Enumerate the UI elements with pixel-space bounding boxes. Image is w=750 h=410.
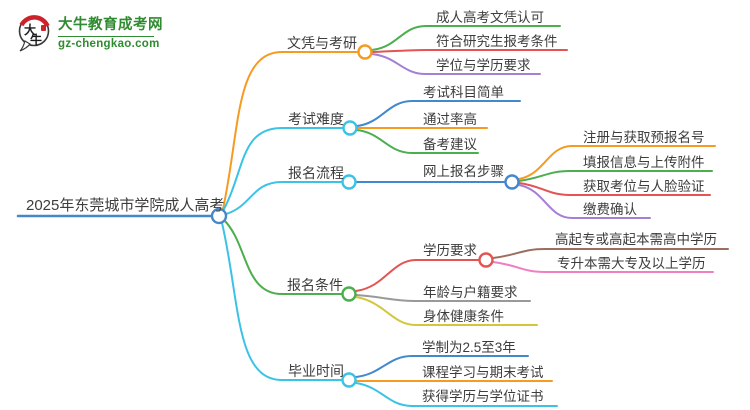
leaf-course-final-exam[interactable]: 课程学习与期末考试: [422, 365, 544, 380]
logo-subtitle: gz-chengkao.com: [58, 38, 160, 50]
branch-requirements-line: [223, 219, 343, 295]
leaf-simple-subjects[interactable]: 考试科目简单: [423, 85, 504, 100]
root-node[interactable]: 2025年东莞城市学院成人高考: [26, 197, 225, 214]
leaf-register-number-line: [518, 145, 716, 180]
node-education-requirement-line: [355, 259, 480, 292]
leaf-age-residence[interactable]: 年龄与户籍要求: [423, 285, 518, 300]
leaf-fill-upload-line: [518, 170, 713, 182]
leaf-diploma-recognized[interactable]: 成人高考文凭认可: [436, 10, 544, 25]
leaf-simple-subjects-line: [356, 100, 521, 127]
leaf-postgrad-eligible[interactable]: 符合研究生报考条件: [436, 34, 558, 49]
branch-requirements[interactable]: 报名条件: [287, 277, 343, 293]
leaf-college-needed-line: [492, 261, 714, 273]
leaf-prep-advice[interactable]: 备考建议: [423, 137, 477, 152]
leaf-college-needed[interactable]: 专升本需大专及以上学历: [557, 256, 706, 271]
branch-process-handle[interactable]: [341, 174, 357, 190]
root-node-handle[interactable]: [210, 207, 228, 225]
leaf-payment-confirm-line: [518, 184, 651, 219]
branch-diploma-line: [222, 51, 359, 210]
leaf-degree-requirements-line: [371, 53, 541, 75]
branch-graduation-handle[interactable]: [341, 372, 357, 388]
node-education-requirement[interactable]: 学历要求: [423, 243, 477, 258]
branch-requirements-handle[interactable]: [341, 286, 357, 302]
branch-diploma[interactable]: 文凭与考研: [287, 35, 357, 51]
leaf-fill-upload[interactable]: 填报信息与上传附件: [583, 155, 705, 170]
leaf-postgrad-eligible-line: [371, 49, 568, 53]
branch-diploma-handle[interactable]: [357, 44, 373, 60]
leaf-health[interactable]: 身体健康条件: [423, 309, 504, 324]
leaf-certificates[interactable]: 获得学历与学位证书: [422, 389, 544, 404]
branch-process[interactable]: 报名流程: [288, 165, 344, 181]
leaf-duration-line: [355, 355, 529, 378]
leaf-health-line: [355, 296, 538, 326]
logo-char-da: 大: [24, 22, 36, 37]
logo-red-arc: [19, 15, 50, 28]
node-online-steps[interactable]: 网上报名步骤: [423, 164, 504, 179]
logo-bull-icon: 大 牛: [18, 15, 50, 52]
branch-process-line: [225, 181, 343, 215]
leaf-duration[interactable]: 学制为2.5至3年: [422, 340, 516, 355]
leaf-register-number[interactable]: 注册与获取预报名号: [583, 130, 705, 145]
branch-difficulty[interactable]: 考试难度: [288, 111, 344, 127]
branch-graduation[interactable]: 毕业时间: [288, 363, 344, 379]
leaf-diploma-recognized-line: [371, 25, 561, 51]
node-education-requirement-handle[interactable]: [478, 252, 494, 268]
logo-seal: [41, 25, 46, 31]
branch-difficulty-handle[interactable]: [342, 120, 358, 136]
branch-difficulty-line: [222, 127, 344, 212]
leaf-seat-face-verify[interactable]: 获取考位与人脸验证: [583, 179, 705, 194]
leaf-highschool-needed[interactable]: 高起专或高起本需高中学历: [555, 232, 717, 247]
branch-graduation-line: [221, 222, 343, 381]
leaf-prep-advice-line: [356, 129, 479, 154]
logo-char-niu: 牛: [30, 32, 42, 47]
leaf-degree-requirements[interactable]: 学位与学历要求: [436, 58, 531, 73]
site-logo[interactable]: 大 牛 大牛教育成考网 gz-chengkao.com: [16, 13, 163, 53]
logo-title: 大牛教育成考网: [58, 17, 163, 33]
logo-bubble-tail: [19, 40, 31, 52]
leaf-age-residence-line: [355, 294, 531, 302]
leaf-highschool-needed-line: [492, 248, 729, 259]
leaf-certificates-line: [355, 382, 558, 407]
leaf-payment-confirm[interactable]: 缴费确认: [583, 202, 637, 217]
leaf-high-pass-rate[interactable]: 通过率高: [423, 112, 477, 127]
node-online-steps-handle[interactable]: [504, 174, 520, 190]
logo-divider: [58, 36, 154, 37]
leaf-seat-face-verify-line: [518, 182, 711, 196]
